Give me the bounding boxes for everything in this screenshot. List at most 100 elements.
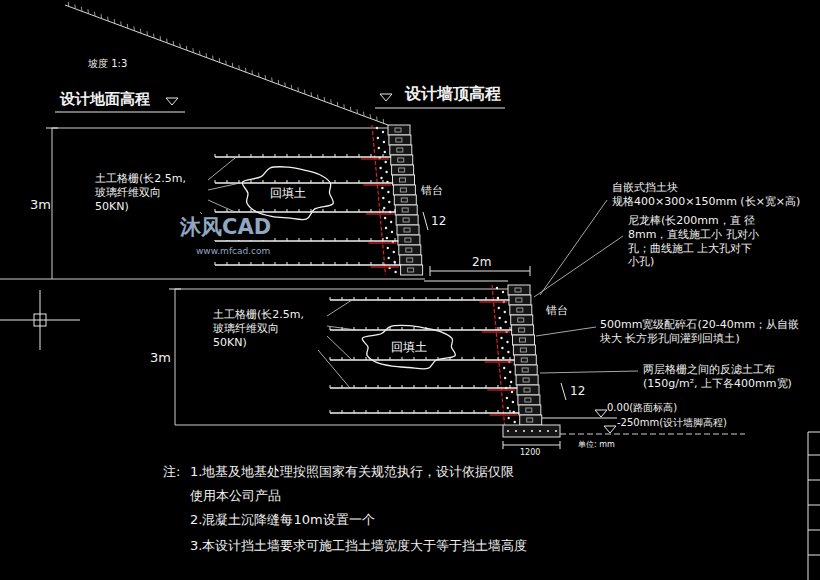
gravel xyxy=(506,397,508,399)
geogrid-tick xyxy=(347,238,348,241)
geogrid-tick xyxy=(498,385,499,388)
dimension-tick xyxy=(560,441,561,449)
cursor-line xyxy=(40,290,41,350)
slope-hatch xyxy=(343,104,344,108)
slope-hatch xyxy=(330,99,331,103)
geogrid-tick xyxy=(251,154,252,157)
filter-fabric xyxy=(492,285,505,425)
zone-boundary xyxy=(52,128,53,279)
geogrid-tick xyxy=(486,327,487,330)
block-hole xyxy=(525,398,531,402)
geogrid-tick xyxy=(263,209,264,212)
geogrid-tick xyxy=(510,385,511,388)
geogrid-tick xyxy=(239,209,240,212)
slope-hatch xyxy=(370,114,371,118)
filter-fabric xyxy=(490,414,518,415)
gravel xyxy=(378,147,380,149)
geogrid-tick xyxy=(366,410,367,413)
slope-hatch xyxy=(225,60,226,64)
elevation-mark xyxy=(604,426,616,433)
block-hole xyxy=(398,158,404,162)
slope-hatch xyxy=(166,39,167,43)
slope-hatch xyxy=(376,117,377,121)
gravel xyxy=(500,337,502,339)
block-hole xyxy=(515,288,521,292)
geogrid-tick xyxy=(383,154,384,157)
gravel xyxy=(507,351,509,353)
gravel xyxy=(503,367,505,369)
gravel xyxy=(382,131,384,133)
slope-hatch xyxy=(317,95,318,99)
annotation-label: 0.00(路面标高) xyxy=(607,402,677,415)
geogrid-tick xyxy=(438,385,439,388)
geogrid-tick xyxy=(299,238,300,241)
slope-hatch xyxy=(219,58,220,62)
wall-block xyxy=(399,245,421,255)
slope-hatch xyxy=(383,119,384,123)
geogrid-tick xyxy=(426,297,427,300)
geogrid-tick xyxy=(239,262,240,265)
pad-gravel xyxy=(547,430,549,432)
leader-line xyxy=(536,327,596,336)
slope-hatch xyxy=(245,68,246,72)
slope-hatch xyxy=(120,21,121,25)
geogrid-tick xyxy=(383,209,384,212)
geogrid-tick xyxy=(450,327,451,330)
block-hole xyxy=(405,238,411,242)
geogrid-tick xyxy=(462,385,463,388)
geogrid-tick xyxy=(275,238,276,241)
block-hole xyxy=(400,188,406,192)
geogrid-tick xyxy=(414,410,415,413)
geogrid-tick xyxy=(426,357,427,360)
gravel xyxy=(393,251,395,253)
wall-block xyxy=(509,295,531,305)
slope-hatch xyxy=(363,112,364,116)
slope-hatch xyxy=(278,80,279,84)
geogrid-tick xyxy=(378,410,379,413)
watermark: 沐风CAD xyxy=(180,214,271,240)
gravel xyxy=(505,321,507,323)
note-text: 1.地基及地基处理按照国家有关规范执行，设计依据仅限 使用本公司产品 xyxy=(190,460,550,508)
block-hole xyxy=(402,208,408,212)
gravel xyxy=(512,401,514,403)
elevation-mark xyxy=(166,98,178,105)
backfill-zone: 回填土 xyxy=(360,322,458,372)
geogrid-tick xyxy=(450,385,451,388)
geogrid-tick xyxy=(227,209,228,212)
block-hole xyxy=(522,368,528,372)
geogrid-tick xyxy=(414,297,415,300)
annotation-label: 2m xyxy=(472,255,491,270)
wall-block xyxy=(518,395,540,405)
geogrid-tick xyxy=(390,357,391,360)
geogrid-tick xyxy=(311,238,312,241)
block-hole xyxy=(523,378,529,382)
geogrid-tick xyxy=(359,262,360,265)
wall-block xyxy=(510,305,532,315)
block-hole xyxy=(396,138,402,142)
geogrid-tick xyxy=(498,297,499,300)
geogrid-line xyxy=(215,264,401,266)
slope-hatch xyxy=(304,90,305,94)
gravel xyxy=(387,247,389,249)
annotation-label: 12 xyxy=(570,384,585,399)
dimension-tick xyxy=(430,266,431,276)
geogrid-tick xyxy=(378,297,379,300)
slope-hatch xyxy=(238,65,239,69)
zone-label: 回填土 xyxy=(268,186,308,200)
gravel xyxy=(498,307,500,309)
slope-hatch xyxy=(258,73,259,77)
geogrid-tick xyxy=(263,180,264,183)
geogrid-tick xyxy=(287,238,288,241)
block-hole xyxy=(408,268,414,272)
geogrid-tick xyxy=(462,327,463,330)
slope-hatch xyxy=(153,34,154,38)
gravel xyxy=(391,231,393,233)
filter-fabric xyxy=(368,242,396,243)
geogrid-tick xyxy=(402,410,403,413)
zone-boundary xyxy=(175,289,508,290)
geogrid-tick xyxy=(462,357,463,360)
filter-fabric xyxy=(366,213,394,214)
geogrid-tick xyxy=(486,385,487,388)
geogrid-tick xyxy=(390,385,391,388)
geogrid-tick xyxy=(426,385,427,388)
